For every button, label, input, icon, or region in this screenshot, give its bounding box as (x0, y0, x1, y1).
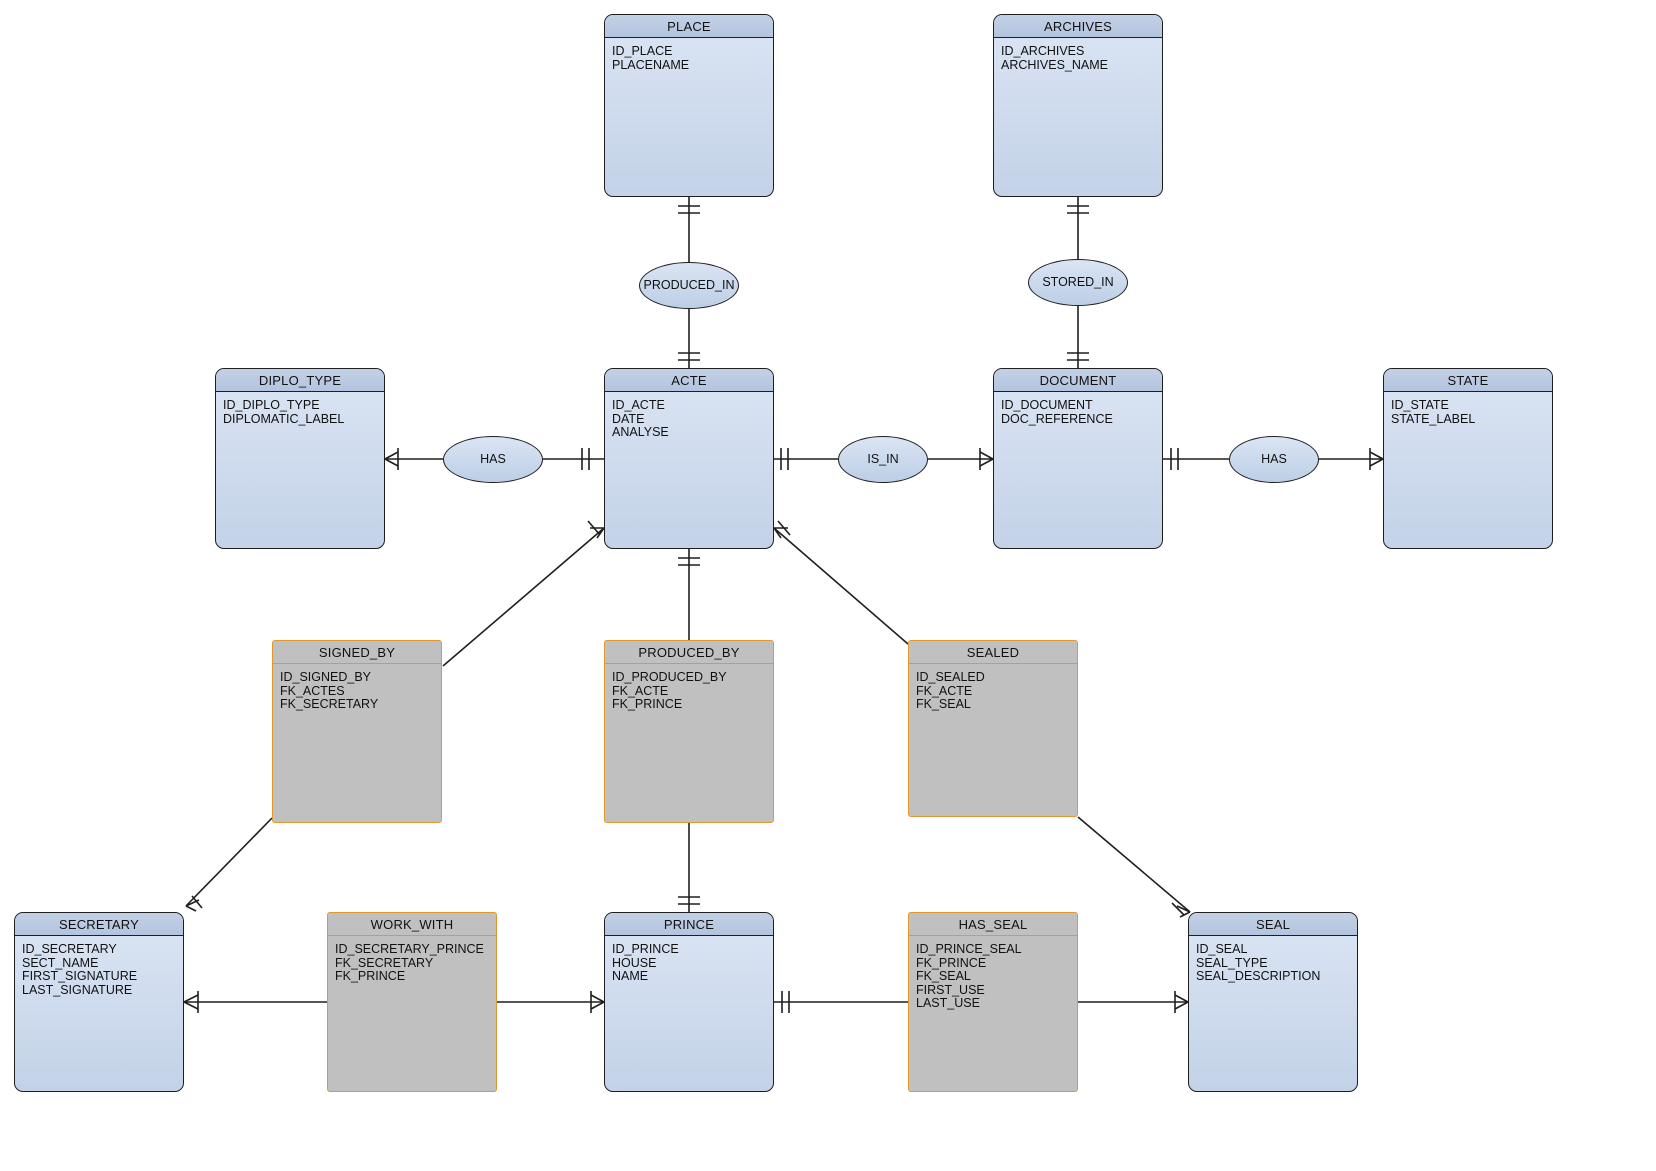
attribute: DIPLOMATIC_LABEL (223, 411, 345, 426)
attribute: ANALYSE (612, 425, 669, 439)
attribute: LAST_USE (916, 996, 980, 1010)
attribute: ID_ACTE (612, 398, 665, 412)
attribute: FK_ACTES (280, 683, 345, 698)
entity-title-diplo_type: DIPLO_TYPE (216, 369, 384, 392)
relationship-label: HAS (1261, 452, 1287, 466)
entity-title-acte: ACTE (605, 369, 773, 392)
attribute: DOC_REFERENCE (1001, 411, 1113, 426)
entity-title-signed_by: SIGNED_BY (273, 641, 441, 664)
entity-title-secretary: SECRETARY (15, 913, 183, 936)
attribute: ID_SEAL (1196, 942, 1248, 956)
attribute: FK_ACTE (916, 683, 973, 698)
relationship-is_in[interactable]: IS_IN (838, 435, 928, 483)
attribute: NAME (612, 969, 649, 983)
attribute: FK_PRINCE (916, 955, 987, 970)
attribute: HOUSE (612, 955, 657, 970)
relationship-label: PRODUCED_IN (643, 278, 735, 292)
relationship-stored_in[interactable]: STORED_IN (1028, 258, 1128, 306)
attribute: ID_PRODUCED_BY (612, 670, 727, 684)
entity-title-seal: SEAL (1189, 913, 1357, 936)
attribute: ID_SECRETARY_PRINCE (335, 942, 484, 956)
attribute: FK_PRINCE (612, 697, 683, 711)
attribute: DATE (612, 411, 645, 426)
attribute: SEAL_DESCRIPTION (1196, 969, 1321, 983)
entity-title-produced_by: PRODUCED_BY (605, 641, 773, 664)
attribute: LAST_SIGNATURE (22, 982, 133, 997)
entity-title-state: STATE (1384, 369, 1552, 392)
attribute: ID_SECRETARY (22, 942, 117, 956)
attribute: FK_SEAL (916, 969, 971, 983)
attribute: FK_SECRETARY (335, 955, 434, 970)
attribute: FIRST_USE (916, 982, 985, 997)
entity-title-document: DOCUMENT (994, 369, 1162, 392)
attribute: FK_PRINCE (335, 969, 406, 983)
relationship-label: STORED_IN (1042, 275, 1114, 289)
entity-title-sealed: SEALED (909, 641, 1077, 664)
entity-title-work_with: WORK_WITH (328, 913, 496, 936)
attribute: ID_ARCHIVES (1001, 44, 1085, 58)
attribute: ID_SEALED (916, 670, 985, 684)
attribute: STATE_LABEL (1391, 411, 1476, 426)
entity-title-has_seal: HAS_SEAL (909, 913, 1077, 936)
attribute: ARCHIVES_NAME (1001, 57, 1108, 72)
attribute: FK_SECRETARY (280, 697, 379, 711)
entity-title-place: PLACE (605, 15, 773, 38)
attribute: PLACENAME (612, 57, 690, 72)
attribute: ID_DIPLO_TYPE (223, 398, 320, 412)
relationship-label: HAS (480, 452, 506, 466)
attribute: ID_DOCUMENT (1001, 398, 1093, 412)
attribute: FK_SEAL (916, 697, 971, 711)
relationship-has_diplo[interactable]: HAS (443, 435, 543, 483)
attribute: SECT_NAME (22, 955, 99, 970)
attribute: ID_PRINCE (612, 942, 679, 956)
attribute: ID_PRINCE_SEAL (916, 942, 1022, 956)
attribute: FK_ACTE (612, 683, 669, 698)
attribute: ID_SIGNED_BY (280, 670, 372, 684)
relationship-label: IS_IN (867, 452, 899, 466)
relationship-produced_in[interactable]: PRODUCED_IN (639, 261, 739, 309)
attribute: FIRST_SIGNATURE (22, 969, 138, 983)
entity-title-prince: PRINCE (605, 913, 773, 936)
entity-title-archives: ARCHIVES (994, 15, 1162, 38)
relationship-has_state[interactable]: HAS (1229, 435, 1319, 483)
attribute: ID_PLACE (612, 44, 673, 58)
attribute: SEAL_TYPE (1196, 955, 1268, 970)
attribute: ID_STATE (1391, 398, 1449, 412)
